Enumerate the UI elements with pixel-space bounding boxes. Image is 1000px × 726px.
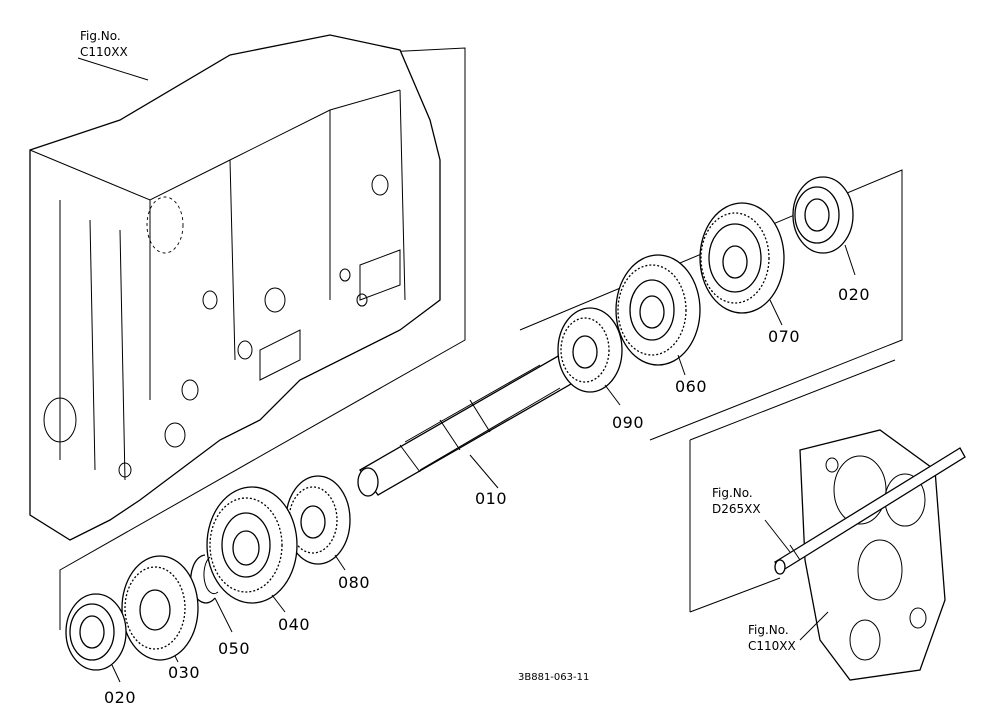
part-label-020-bottom: 020 (104, 688, 136, 707)
gear-040 (206, 486, 298, 613)
main-shaft-010 (357, 354, 579, 497)
part-label-090: 090 (612, 413, 644, 432)
part-label-070: 070 (768, 327, 800, 346)
reference-label-inset-shaft: Fig.No. D265XX (712, 486, 761, 516)
reference-line2: D265XX (712, 502, 761, 516)
reference-label-inset-cover: Fig.No. C110XX (748, 611, 829, 653)
gear-080 (285, 475, 351, 571)
part-label-040: 040 (278, 615, 310, 634)
bearing-020-top (792, 176, 856, 276)
drawing-code: 3B881-063-11 (518, 672, 589, 683)
part-label-010: 010 (475, 489, 507, 508)
transmission-case (29, 34, 466, 630)
gear-070 (699, 202, 785, 326)
reference-line1: Fig.No. (748, 623, 789, 637)
gear-030 (121, 555, 199, 663)
reference-line1: Fig.No. (80, 29, 121, 43)
gear-060 (615, 254, 701, 376)
gear-090 (557, 307, 623, 406)
bearing-020-bottom (65, 593, 127, 683)
part-label-050: 050 (218, 639, 250, 658)
part-label-060: 060 (675, 377, 707, 396)
part-label-080: 080 (338, 573, 370, 592)
reference-label-top-left: Fig.No. C110XX (80, 29, 128, 59)
reference-line1: Fig.No. (712, 486, 753, 500)
reference-line2: C110XX (80, 45, 128, 59)
reference-line2: C110XX (748, 639, 796, 653)
part-label-030: 030 (168, 663, 200, 682)
inset-panel (689, 359, 966, 681)
part-label-020-top: 020 (838, 285, 870, 304)
